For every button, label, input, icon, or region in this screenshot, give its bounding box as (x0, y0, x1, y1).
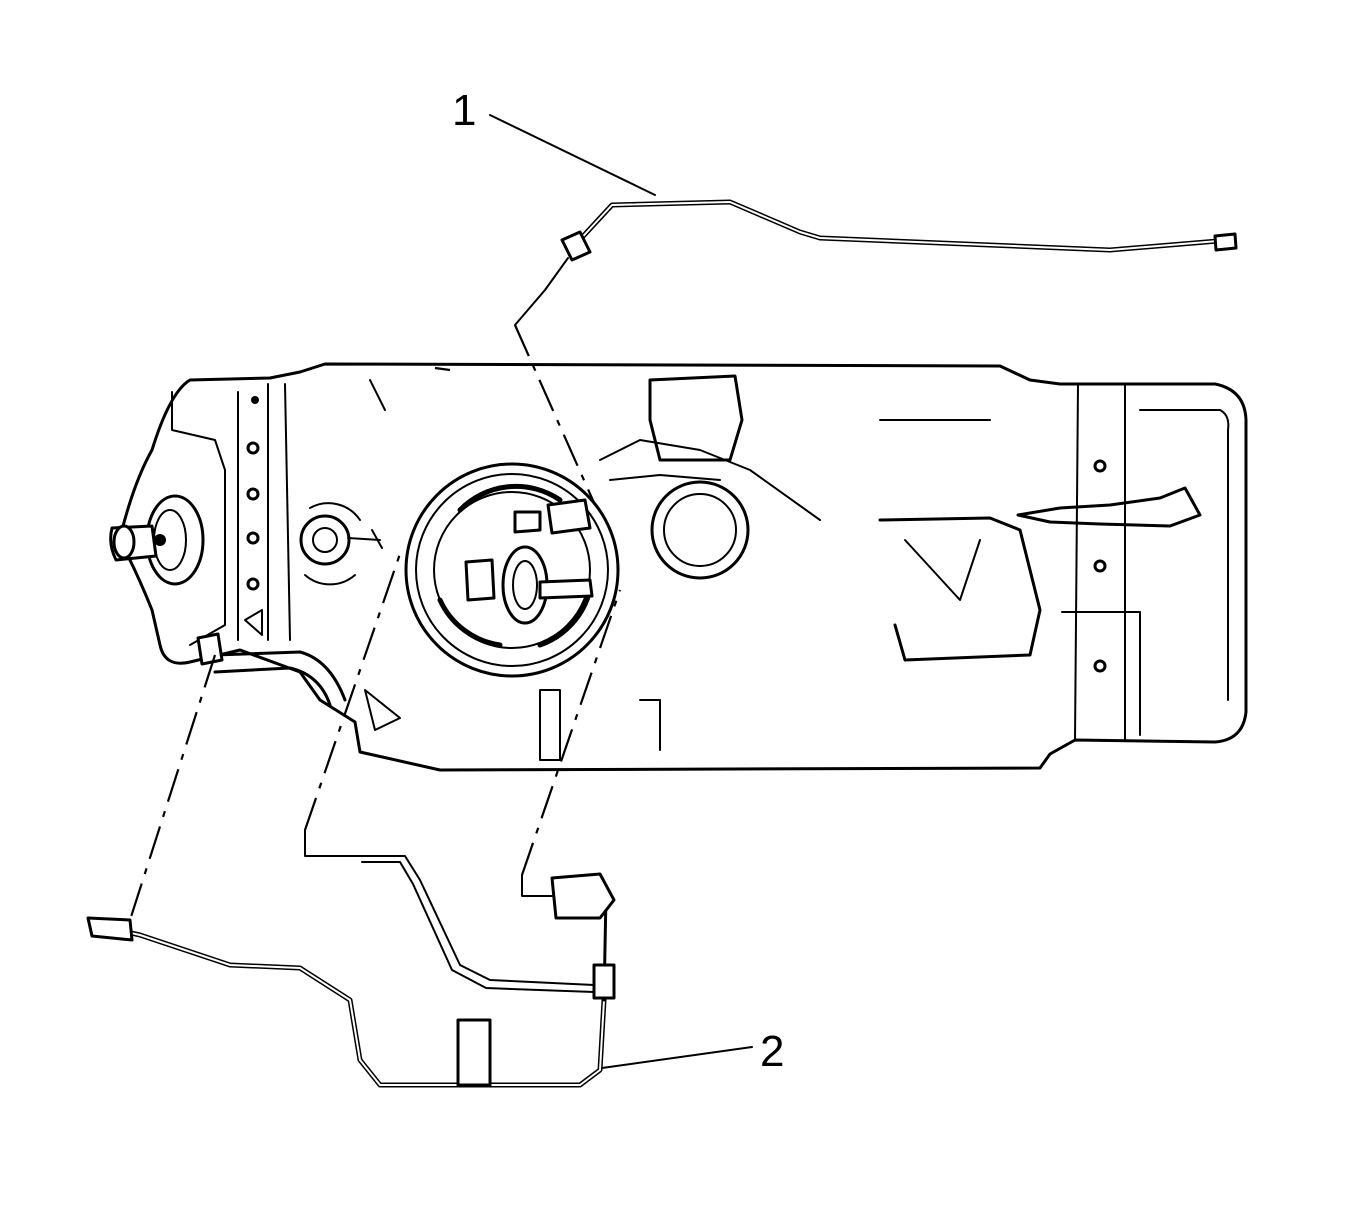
callout-1-leader (489, 114, 656, 196)
pump-supply-port (538, 578, 594, 600)
fuel-line-lower-harness (86, 829, 616, 1088)
callout-1-number: 1 (452, 86, 476, 135)
callout-2-leader (601, 1046, 753, 1069)
lower-line-left-end (86, 916, 134, 942)
tank-bolt (251, 396, 259, 404)
pump-module-flange (433, 491, 591, 649)
pump-electrical-connector (546, 498, 592, 535)
tank-bolt (1093, 459, 1107, 473)
tank-bolt (246, 531, 260, 545)
callout-1: 1 (452, 86, 656, 196)
pump-lock-ring-outer (404, 462, 620, 678)
tank-bolt (1093, 659, 1107, 673)
lower-line-tee-fitting (592, 963, 616, 1000)
alignment-lines (128, 324, 622, 921)
tank-left-panel (171, 391, 226, 646)
upper-line-end (1213, 232, 1238, 252)
callout-2: 2 (601, 1027, 784, 1076)
tank-outline (120, 362, 1248, 772)
filler-opening (650, 480, 750, 580)
lower-line-clip (456, 1018, 492, 1087)
tank-bolt (246, 577, 260, 591)
left-line-fitting (196, 632, 224, 666)
upper-line-quick-connector (560, 230, 592, 262)
lower-line-quick-connector (550, 872, 616, 920)
tank-bolt (246, 441, 260, 455)
tank-strap-clip (1016, 486, 1202, 528)
tank-bolt (1093, 559, 1107, 573)
fuel-feed-line-upper (514, 199, 1238, 326)
fuel-tank (109, 362, 1248, 772)
vapor-valve (299, 514, 351, 566)
callout-2-number: 2 (760, 1027, 784, 1076)
tank-bolt (246, 487, 260, 501)
